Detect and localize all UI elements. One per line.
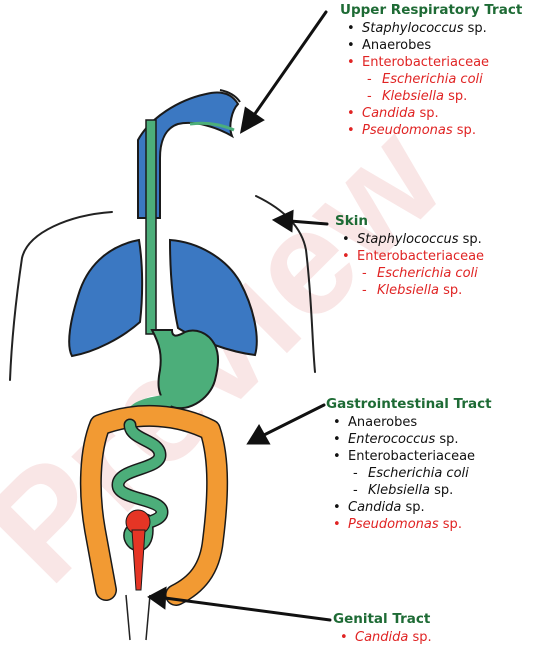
- organism-list: AnaerobesEnterococcus sp.Enterobacteriac…: [326, 414, 492, 533]
- organism-name: Enterococcus: [348, 432, 435, 447]
- organism-name: Klebsiella: [382, 89, 444, 104]
- organism-subitem: Klebsiella sp.: [326, 482, 492, 499]
- organism-item: Staphylococcus sp.: [335, 231, 484, 248]
- section-title-upper-respiratory: Upper Respiratory Tract: [340, 2, 522, 19]
- section-title-genital: Genital Tract: [333, 611, 432, 628]
- section-upper-respiratory-tract: Upper Respiratory Tract Staphylococcus s…: [340, 2, 522, 139]
- rectum-stem: [132, 530, 145, 590]
- organism-name: Anaerobes: [362, 38, 431, 53]
- organism-name: Candida: [362, 106, 415, 121]
- organism-subitem: Escherichia coli: [335, 265, 484, 282]
- organism-list: Candida sp.: [333, 629, 432, 646]
- organism-name: Candida: [355, 630, 408, 645]
- organism-item: Candida sp.: [326, 499, 492, 516]
- organism-list: Staphylococcus sp.EnterobacteriaceaeEsch…: [335, 231, 484, 299]
- organism-name: Escherichia coli: [382, 72, 483, 87]
- organism-name: Pseudomonas: [362, 123, 453, 138]
- organism-item: Pseudomonas sp.: [340, 122, 522, 139]
- organism-suffix: sp.: [408, 630, 431, 645]
- organism-item: Staphylococcus sp.: [340, 20, 522, 37]
- organism-suffix: sp.: [439, 517, 462, 532]
- organism-name: Escherichia coli: [368, 466, 469, 481]
- section-title-gastrointestinal: Gastrointestinal Tract: [326, 396, 492, 413]
- organism-name: Escherichia coli: [377, 266, 478, 281]
- organism-subitem: Escherichia coli: [326, 465, 492, 482]
- organism-suffix: sp.: [401, 500, 424, 515]
- section-gastrointestinal-tract: Gastrointestinal Tract AnaerobesEnteroco…: [326, 396, 492, 533]
- trachea: [146, 120, 156, 334]
- organism-name: Enterobacteriaceae: [362, 55, 489, 70]
- organism-item: Candida sp.: [340, 105, 522, 122]
- section-skin: Skin Staphylococcus sp.Enterobacteriacea…: [335, 213, 484, 299]
- organism-item: Pseudomonas sp.: [326, 516, 492, 533]
- organism-item: Anaerobes: [326, 414, 492, 431]
- arrow-genital: [165, 598, 330, 620]
- organism-name: Candida: [348, 500, 401, 515]
- arrowhead-genital: [150, 589, 165, 607]
- organism-suffix: sp.: [435, 432, 458, 447]
- organism-subitem: Escherichia coli: [340, 71, 522, 88]
- organism-name: Staphylococcus: [357, 232, 458, 247]
- organism-subitem: Klebsiella sp.: [335, 282, 484, 299]
- arrowhead-respiratory: [242, 109, 262, 131]
- organism-suffix: sp.: [463, 21, 486, 36]
- organism-name: Enterobacteriaceae: [357, 249, 484, 264]
- organism-list: Staphylococcus sp.AnaerobesEnterobacteri…: [340, 20, 522, 139]
- organism-name: Klebsiella: [377, 283, 439, 298]
- leg-lines: [126, 595, 150, 640]
- organism-name: Anaerobes: [348, 415, 417, 430]
- organism-item: Enterobacteriaceae: [335, 248, 484, 265]
- organism-item: Enterococcus sp.: [326, 431, 492, 448]
- organism-suffix: sp.: [444, 89, 467, 104]
- organism-suffix: sp.: [415, 106, 438, 121]
- organism-item: Candida sp.: [333, 629, 432, 646]
- organism-suffix: sp.: [439, 283, 462, 298]
- organism-name: Enterobacteriaceae: [348, 449, 475, 464]
- organism-name: Klebsiella: [368, 483, 430, 498]
- arrow-respiratory: [252, 12, 326, 118]
- organism-suffix: sp.: [453, 123, 476, 138]
- organism-item: Anaerobes: [340, 37, 522, 54]
- organism-suffix: sp.: [458, 232, 481, 247]
- organism-name: Staphylococcus: [362, 21, 463, 36]
- organism-subitem: Klebsiella sp.: [340, 88, 522, 105]
- organism-name: Pseudomonas: [348, 517, 439, 532]
- section-genital-tract: Genital Tract Candida sp.: [333, 611, 432, 646]
- organism-suffix: sp.: [430, 483, 453, 498]
- organism-item: Enterobacteriaceae: [326, 448, 492, 465]
- organism-item: Enterobacteriaceae: [340, 54, 522, 71]
- section-title-skin: Skin: [335, 213, 484, 230]
